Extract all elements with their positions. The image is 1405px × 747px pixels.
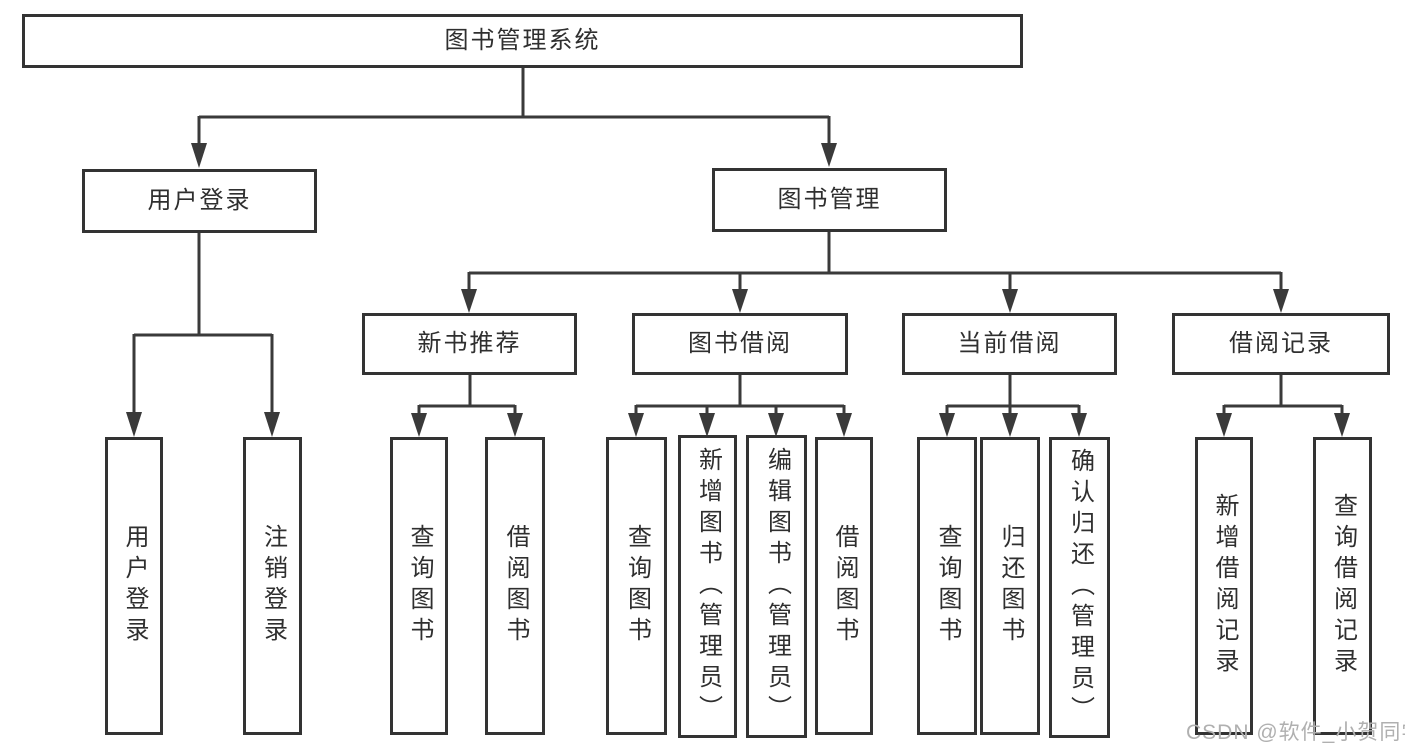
node-book-borrow: 图书借阅 xyxy=(632,313,848,375)
watermark: CSDN @软件_小贺同学 xyxy=(1186,721,1405,744)
node-leaf-add-book: 新增图书（管理员） xyxy=(678,435,737,738)
node-borrow-records: 借阅记录 xyxy=(1172,313,1390,375)
node-new-book-rec: 新书推荐 xyxy=(362,313,577,375)
node-leaf-return-book: 归还图书 xyxy=(980,437,1040,735)
node-book-mgmt: 图书管理 xyxy=(712,168,947,232)
node-leaf-query-book-1: 查询图书 xyxy=(390,437,448,735)
node-leaf-edit-book: 编辑图书（管理员） xyxy=(746,435,807,738)
node-root: 图书管理系统 xyxy=(22,14,1023,68)
node-leaf-borrow-book-1: 借阅图书 xyxy=(485,437,545,735)
node-leaf-add-record: 新增借阅记录 xyxy=(1195,437,1253,735)
node-leaf-confirm-return: 确认归还（管理员） xyxy=(1049,437,1110,738)
node-leaf-query-record: 查询借阅记录 xyxy=(1313,437,1372,735)
node-current-borrow: 当前借阅 xyxy=(902,313,1117,375)
node-leaf-user-login: 用户登录 xyxy=(105,437,163,735)
node-leaf-logout: 注销登录 xyxy=(243,437,302,735)
node-leaf-query-book-2: 查询图书 xyxy=(606,437,667,735)
node-leaf-query-book-3: 查询图书 xyxy=(917,437,977,735)
node-user-login: 用户登录 xyxy=(82,169,317,233)
node-leaf-borrow-book-2: 借阅图书 xyxy=(815,437,873,735)
